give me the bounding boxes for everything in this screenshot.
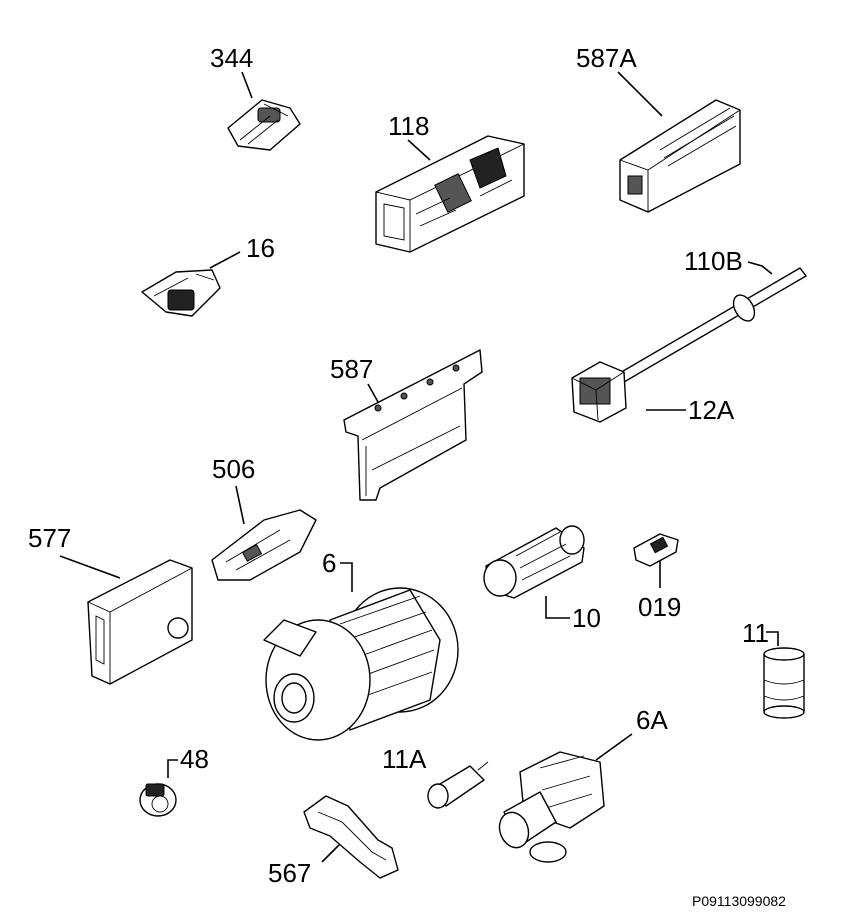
part-587A-body (619, 99, 741, 213)
part-10: 10 (483, 525, 601, 633)
leader-11 (766, 631, 779, 646)
label-6A: 6A (636, 705, 668, 735)
label-577: 577 (28, 523, 71, 553)
label-10: 10 (572, 603, 601, 633)
label-567: 567 (268, 858, 311, 888)
part-567-body (303, 795, 399, 879)
label-587A: 587A (576, 43, 637, 73)
part-48: 48 (139, 744, 209, 817)
part-6-inlet (263, 619, 317, 657)
part-11-body (763, 653, 805, 713)
label-16: 16 (246, 233, 275, 263)
label-48: 48 (180, 744, 209, 774)
part-587: 587 (330, 349, 483, 501)
leader-16 (209, 251, 241, 269)
part-12A: 12A (571, 361, 735, 425)
label-12A: 12A (688, 395, 735, 425)
leader-587 (367, 383, 379, 403)
part-110B-hose (617, 267, 807, 383)
leader-10 (545, 596, 570, 619)
label-110B: 110B (684, 246, 743, 276)
leader-6A (595, 733, 633, 761)
part-577-body (87, 559, 193, 685)
leader-587A (617, 71, 663, 117)
part-577: 577 (28, 523, 193, 685)
reference-code: P09113099082 (692, 893, 786, 909)
part-11A: 11A (382, 744, 489, 809)
label-11: 11 (742, 618, 769, 648)
part-110B: 110B (617, 246, 807, 383)
label-6: 6 (322, 548, 336, 578)
leader-118 (407, 139, 431, 161)
part-118: 118 (375, 111, 525, 253)
part-11: 11 (742, 618, 805, 719)
part-16: 16 (141, 233, 275, 317)
part-6: 6 (263, 548, 459, 741)
part-019: 019 (633, 533, 681, 622)
label-506: 506 (212, 454, 255, 484)
part-567: 567 (268, 795, 399, 888)
leader-506 (235, 485, 245, 525)
label-587: 587 (330, 354, 373, 384)
part-344: 344 (210, 43, 301, 151)
label-019: 019 (638, 592, 681, 622)
leader-344 (241, 71, 253, 99)
part-587-body (343, 349, 483, 501)
label-118: 118 (388, 111, 429, 141)
leader-567 (321, 843, 341, 863)
part-506-body (211, 509, 317, 581)
label-11A: 11A (382, 744, 427, 774)
leader-48 (167, 759, 178, 778)
part-506: 506 (211, 454, 317, 581)
part-587A: 587A (576, 43, 741, 213)
leader-110B (747, 261, 773, 275)
label-344: 344 (210, 43, 253, 73)
leader-6 (340, 562, 353, 592)
leader-577 (59, 555, 121, 579)
part-6A: 6A (498, 705, 668, 863)
